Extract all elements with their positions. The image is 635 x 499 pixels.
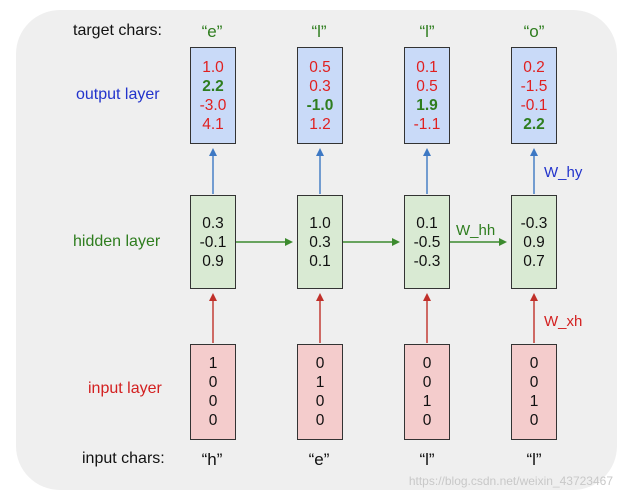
input-char-3: “l”	[419, 450, 435, 469]
weight-hy-label: W_hy	[544, 164, 583, 181]
input-char-1: “h”	[201, 450, 223, 469]
hidden-value: -0.1	[199, 233, 227, 251]
input-value: 0	[422, 374, 432, 391]
input-value: 0	[315, 393, 325, 410]
target-char-2: “l”	[311, 22, 327, 41]
input-value: 0	[208, 374, 218, 391]
input-box-1: 1 0 0 0	[190, 344, 236, 440]
target-char-3: “l”	[419, 22, 435, 41]
input-value: 1	[208, 355, 218, 372]
output-value: 0.1	[416, 58, 438, 76]
output-value: -1.0	[306, 96, 334, 114]
input-value: 0	[422, 412, 432, 429]
weight-hh-label: W_hh	[456, 222, 496, 239]
hidden-value: 0.1	[309, 252, 331, 270]
output-value: 4.1	[202, 115, 224, 133]
output-value: 0.5	[309, 58, 331, 76]
input-value: 0	[529, 412, 539, 429]
input-char-2: “e”	[308, 450, 330, 469]
weight-xh-label: W_xh	[544, 313, 583, 330]
hidden-value: -0.3	[413, 252, 441, 270]
hidden-value: 0.3	[309, 233, 331, 251]
target-char-1: “e”	[201, 22, 223, 41]
output-layer-label: output layer	[76, 86, 160, 103]
output-value: -3.0	[199, 96, 227, 114]
input-value: 0	[208, 412, 218, 429]
output-value: -0.1	[520, 96, 548, 114]
output-value: 1.9	[416, 96, 438, 114]
target-char-4: “o”	[523, 22, 545, 41]
hidden-box-4: -0.3 0.9 0.7	[511, 195, 557, 289]
output-value: 2.2	[202, 77, 224, 95]
hidden-box-2: 1.0 0.3 0.1	[297, 195, 343, 289]
input-value: 0	[529, 355, 539, 372]
hidden-box-3: 0.1 -0.5 -0.3	[404, 195, 450, 289]
output-value: -1.1	[413, 115, 441, 133]
watermark-text: https://blog.csdn.net/weixin_43723467	[408, 474, 613, 488]
input-char-4: “l”	[526, 450, 542, 469]
input-box-3: 0 0 1 0	[404, 344, 450, 440]
output-value: 1.2	[309, 115, 331, 133]
output-box-1: 1.0 2.2 -3.0 4.1	[190, 47, 236, 144]
hidden-value: 0.1	[416, 214, 438, 232]
hidden-value: 0.9	[523, 233, 545, 251]
output-value: 0.3	[309, 77, 331, 95]
hidden-value: -0.5	[413, 233, 441, 251]
input-value: 1	[422, 393, 432, 410]
input-value: 0	[315, 355, 325, 372]
input-value: 0	[529, 374, 539, 391]
input-layer-label: input layer	[88, 380, 162, 397]
output-box-4: 0.2 -1.5 -0.1 2.2	[511, 47, 557, 144]
hidden-box-1: 0.3 -0.1 0.9	[190, 195, 236, 289]
input-value: 0	[422, 355, 432, 372]
hidden-value: 1.0	[309, 214, 331, 232]
hidden-value: 0.3	[202, 214, 224, 232]
hidden-value: 0.7	[523, 252, 545, 270]
output-value: 2.2	[523, 115, 545, 133]
output-value: -1.5	[520, 77, 548, 95]
output-box-3: 0.1 0.5 1.9 -1.1	[404, 47, 450, 144]
output-value: 1.0	[202, 58, 224, 76]
hidden-value: 0.9	[202, 252, 224, 270]
input-value: 1	[315, 374, 325, 391]
output-box-2: 0.5 0.3 -1.0 1.2	[297, 47, 343, 144]
input-value: 0	[208, 393, 218, 410]
input-box-2: 0 1 0 0	[297, 344, 343, 440]
hidden-layer-label: hidden layer	[73, 233, 161, 250]
input-value: 0	[315, 412, 325, 429]
input-box-4: 0 0 1 0	[511, 344, 557, 440]
input-chars-label: input chars:	[82, 450, 165, 467]
target-chars-label: target chars:	[73, 22, 162, 39]
hidden-value: -0.3	[520, 214, 548, 232]
input-value: 1	[529, 393, 539, 410]
output-value: 0.2	[523, 58, 545, 76]
output-value: 0.5	[416, 77, 438, 95]
